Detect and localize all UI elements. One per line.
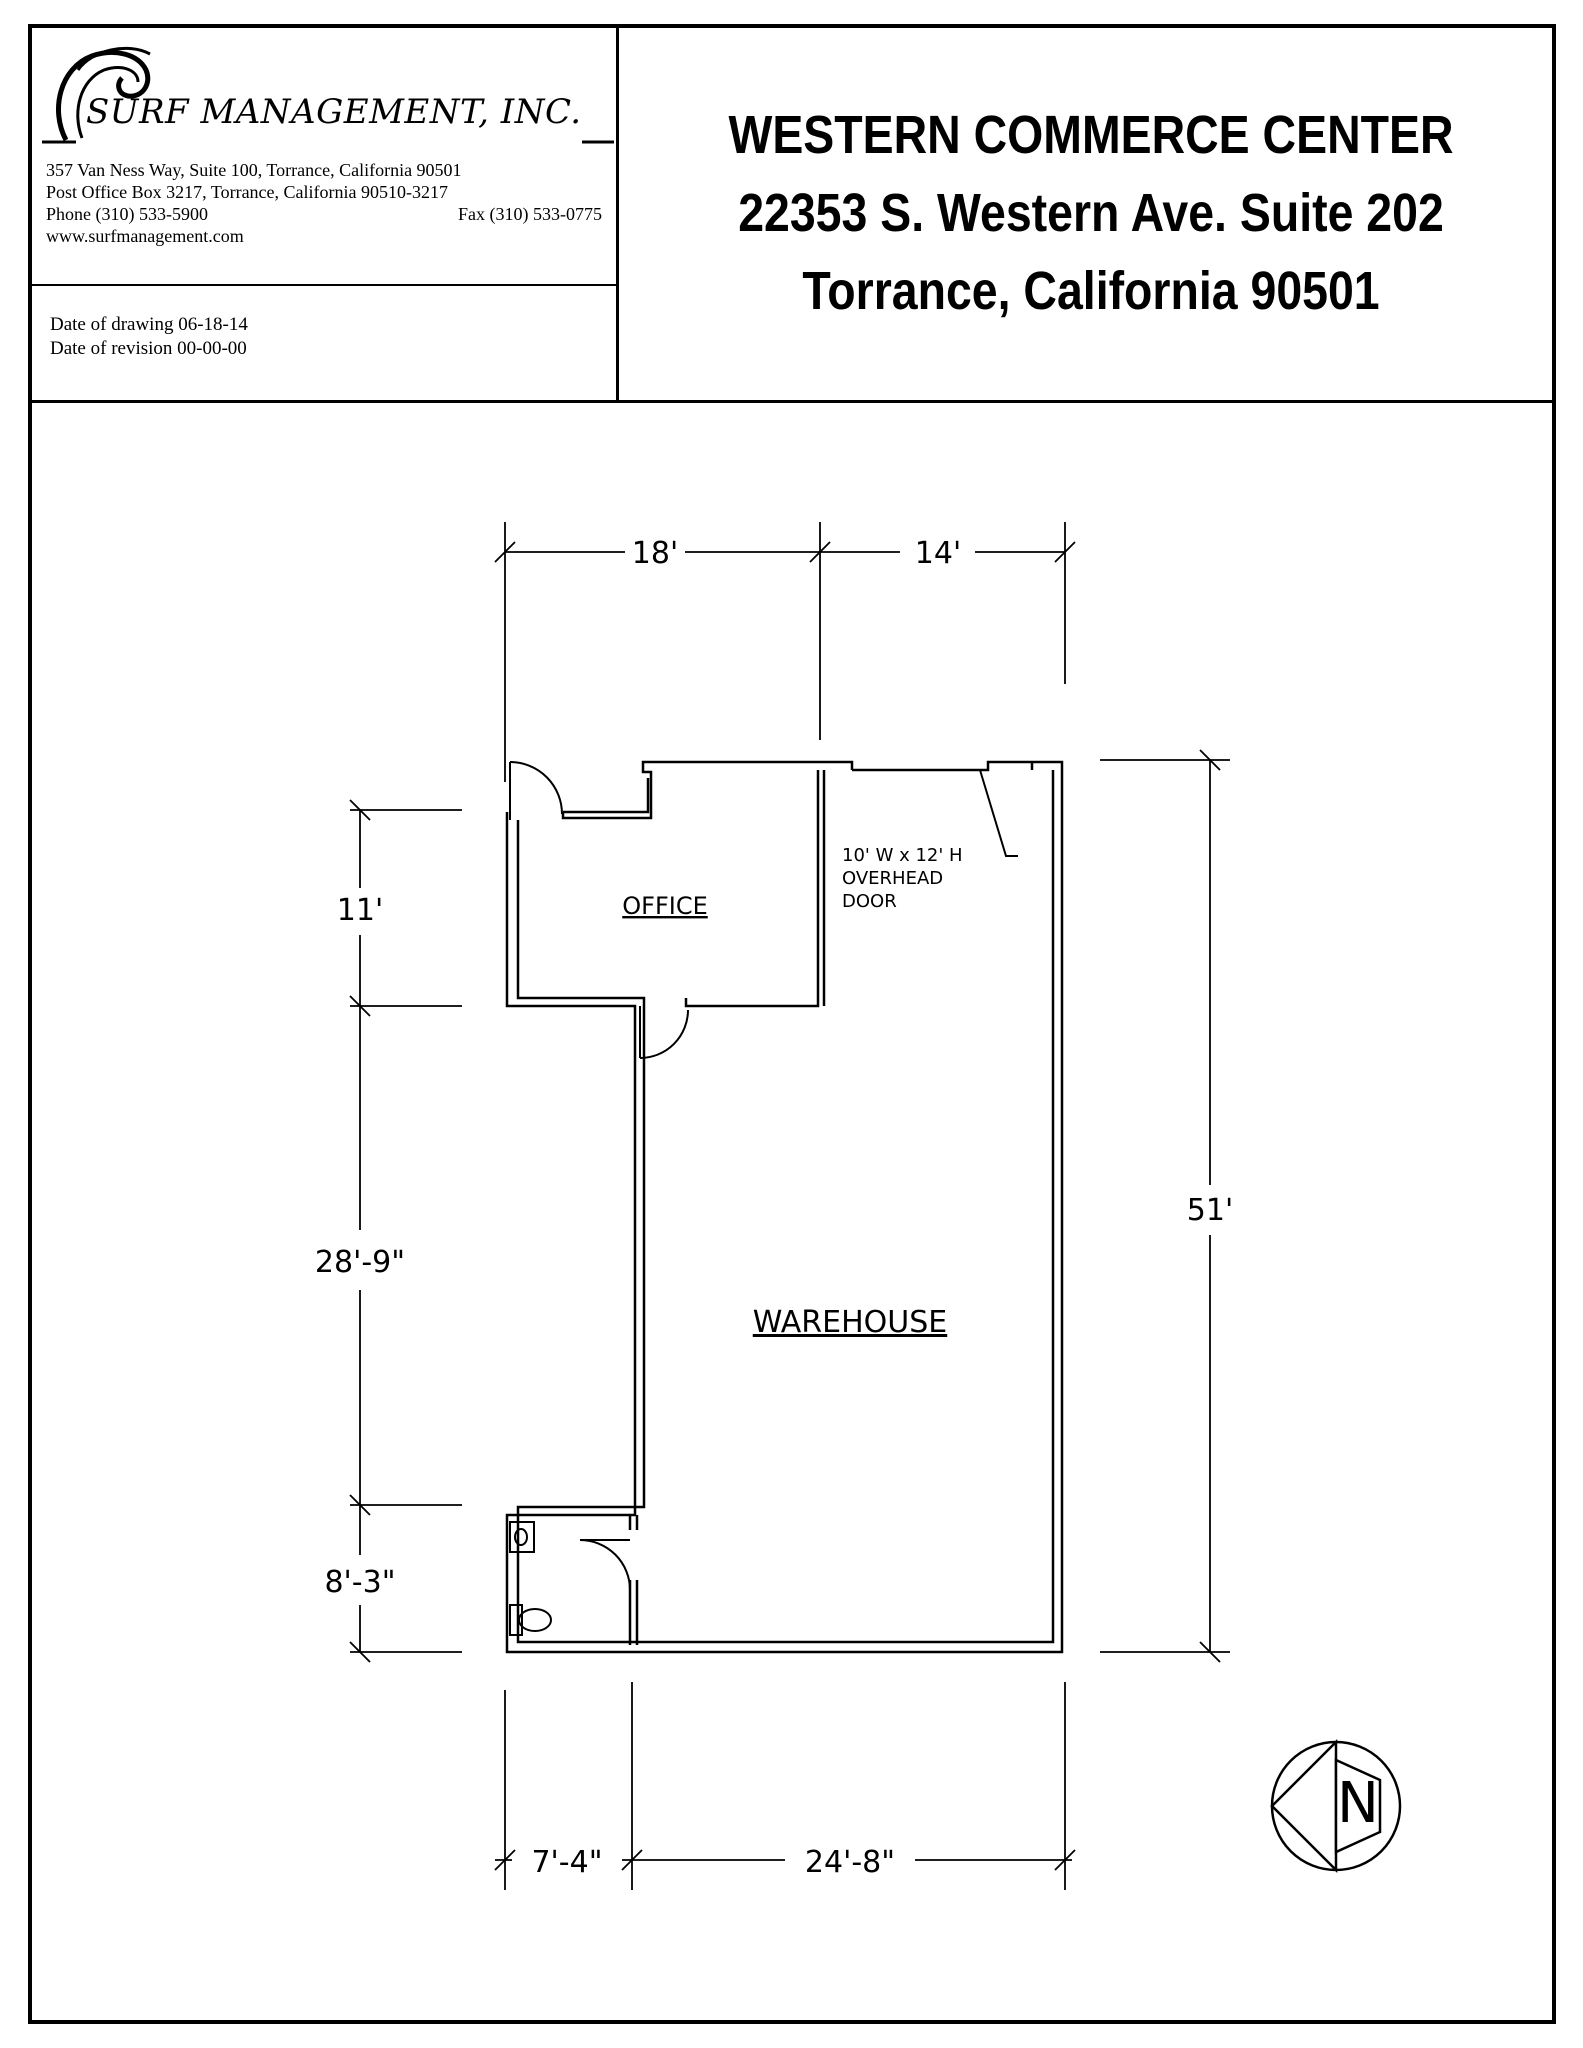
header-date-rule [32, 284, 618, 286]
room-label-warehouse: WAREHOUSE [753, 1305, 947, 1340]
dim-left-middle: 28'-9" [315, 1245, 405, 1280]
company-po-box: Post Office Box 3217, Torrance, Californ… [46, 182, 449, 202]
property-name: WESTERN COMMERCE CENTER [728, 105, 1454, 165]
header-bottom-rule [32, 400, 1552, 403]
dim-left-bottom: 8'-3" [324, 1565, 395, 1600]
dimension-lines [349, 522, 1230, 1890]
door-swings [509, 761, 689, 1591]
property-address: 22353 S. Western Ave. Suite 202 [738, 183, 1444, 243]
overhead-door-note-line1: 10' W x 12' H [842, 845, 963, 866]
date-of-revision: Date of revision 00-00-00 [50, 338, 247, 359]
surf-wave-logo [42, 46, 614, 144]
room-label-office: OFFICE [622, 892, 708, 920]
dim-top-left: 18' [632, 536, 678, 571]
overhead-door-leader [979, 769, 1018, 857]
restroom-fixtures [509, 1521, 552, 1636]
company-address: 357 Van Ness Way, Suite 100, Torrance, C… [46, 160, 462, 180]
company-name: SURF MANAGEMENT, INC. [86, 92, 582, 132]
overhead-door-note-line3: DOOR [842, 891, 897, 912]
company-website: www.surfmanagement.com [46, 226, 244, 246]
company-phone: Phone (310) 533-5900 [46, 204, 208, 224]
property-city: Torrance, California 90501 [802, 261, 1380, 321]
north-arrow-label: N [1337, 1771, 1379, 1836]
plan-labels: 18' 14' 11' 28'-9" 8'-3" 51' 7'-4" 24'-8… [315, 536, 1233, 1880]
company-fax: Fax (310) 533-0775 [458, 204, 602, 224]
dim-bottom-right: 24'-8" [805, 1845, 895, 1880]
drawing-sheet: SURF MANAGEMENT, INC. 357 Van Ness Way, … [28, 24, 1556, 2024]
plan-walls [505, 760, 1064, 1654]
dim-bottom-left: 7'-4" [531, 1845, 602, 1880]
company-contact-row: Phone (310) 533-5900 Fax (310) 533-0775 [46, 204, 602, 225]
north-arrow-icon: N [1270, 1738, 1402, 1874]
header-divider [616, 28, 619, 402]
dim-left-office: 11' [337, 893, 383, 928]
dim-top-right: 14' [915, 536, 961, 571]
dim-right-total: 51' [1187, 1193, 1233, 1228]
overhead-door-note-line2: OVERHEAD [842, 868, 943, 889]
date-of-drawing: Date of drawing 06-18-14 [50, 314, 248, 335]
